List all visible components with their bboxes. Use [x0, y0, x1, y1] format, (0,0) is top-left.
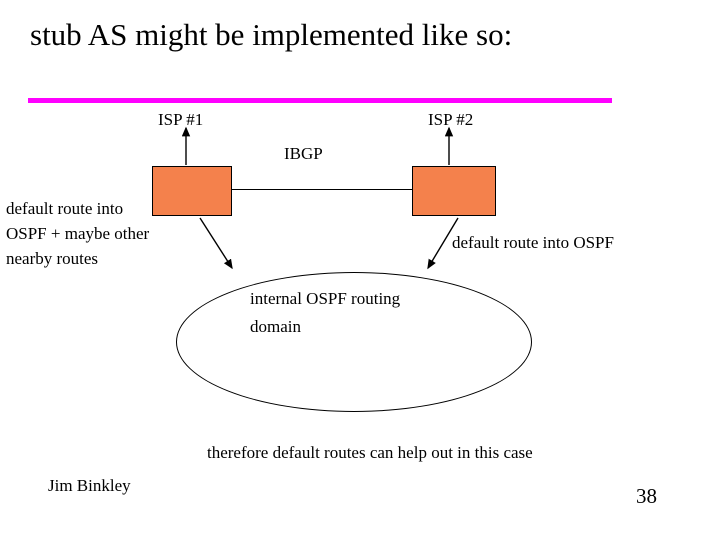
isp1-label: ISP #1: [158, 110, 204, 129]
router-box-left: [152, 166, 232, 216]
right-annotation: default route into OSPF: [452, 233, 614, 252]
page-title: stub AS might be implemented like so:: [30, 17, 513, 52]
title-divider: [28, 98, 612, 103]
isp2-label: ISP #2: [428, 110, 474, 129]
page-number: 38: [636, 484, 657, 508]
ospf-domain-ellipse: [176, 272, 532, 412]
ibgp-link-line: [232, 189, 412, 190]
author-label: Jim Binkley: [48, 476, 131, 495]
router-box-right: [412, 166, 496, 216]
ospf-domain-label: internal OSPF routing domain: [250, 289, 401, 336]
bottom-note: therefore default routes can help out in…: [207, 443, 533, 462]
ibgp-label: IBGP: [284, 144, 323, 163]
left-annotation: default route into OSPF + maybe other ne…: [6, 199, 150, 268]
